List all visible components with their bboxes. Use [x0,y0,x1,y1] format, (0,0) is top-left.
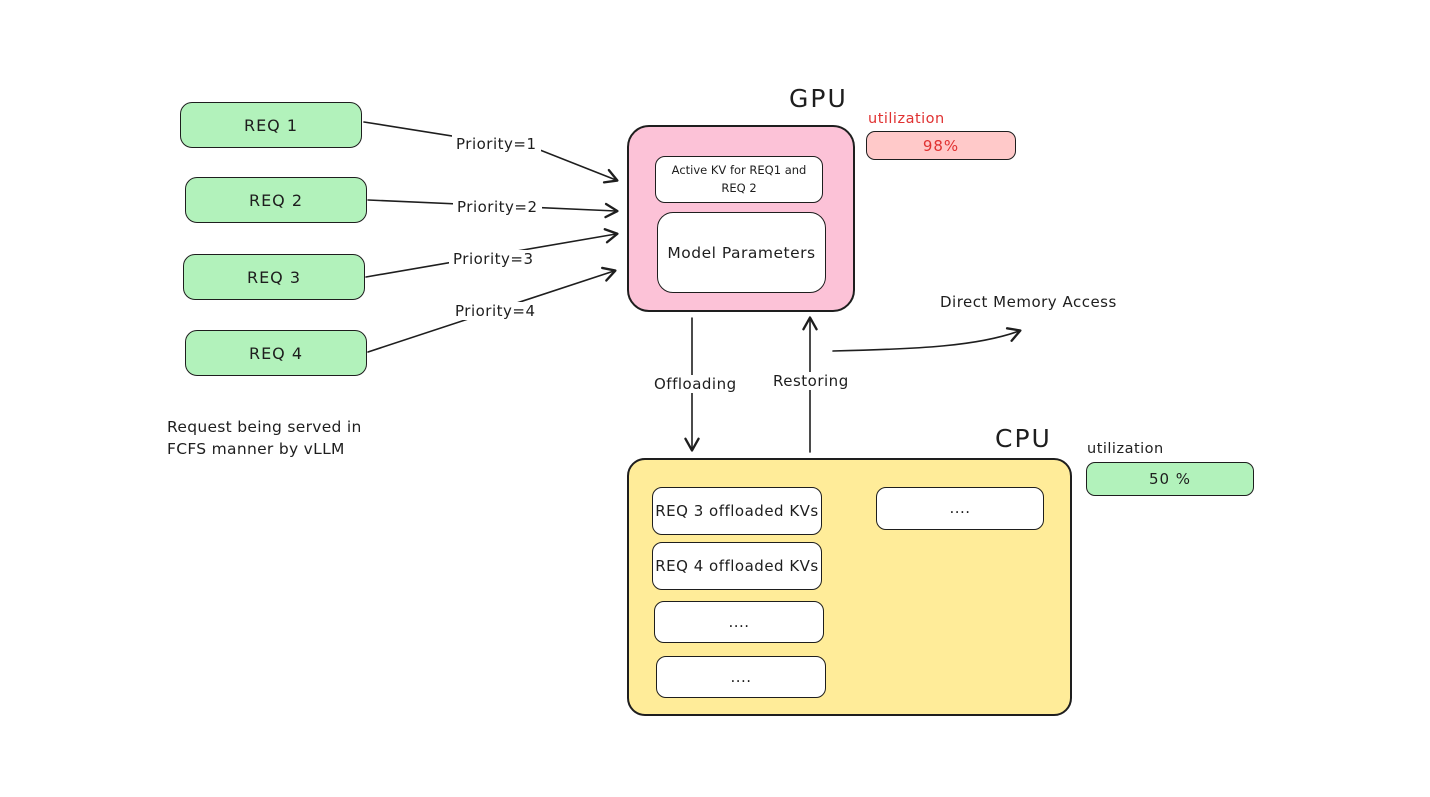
cpu-slot-req3: REQ 3 offloaded KVs [652,487,822,535]
req-1-box: REQ 1 [180,102,362,148]
cpu-slot-req4: REQ 4 offloaded KVs [652,542,822,590]
gpu-active-kv-box: Active KV for REQ1 and REQ 2 [655,156,823,203]
gpu-utilization-value: 98% [922,136,960,155]
offloading-label: Offloading [650,375,741,393]
gpu-model-params-box: Model Parameters [657,212,826,293]
cpu-slot-right: .... [876,487,1044,530]
priority-4-label: Priority=4 [451,302,540,320]
dma-label: Direct Memory Access [940,293,1117,311]
cpu-slot-empty-1: .... [654,601,824,643]
req-2-label: REQ 2 [248,190,304,210]
gpu-active-kv-label: Active KV for REQ1 and REQ 2 [671,163,807,195]
cpu-slot-right-label: .... [949,499,971,518]
cpu-utilization-badge: 50 % [1086,462,1254,496]
gpu-model-params-label: Model Parameters [667,243,816,262]
req-3-box: REQ 3 [183,254,365,300]
cpu-slot-req3-label: REQ 3 offloaded KVs [655,501,819,520]
cpu-title: CPU [995,424,1052,453]
req-1-label: REQ 1 [243,115,299,135]
gpu-title: GPU [789,84,848,113]
cpu-slot-empty-2: .... [656,656,826,698]
req-4-box: REQ 4 [185,330,367,376]
priority-2-label: Priority=2 [453,198,542,216]
cpu-utilization-value: 50 % [1148,470,1192,488]
priority-1-label: Priority=1 [452,135,541,153]
fcfs-caption: Request being served in FCFS manner by v… [167,418,362,459]
req-4-label: REQ 4 [248,343,304,363]
gpu-utilization-badge: 98% [866,131,1016,160]
cpu-slot-empty-2-label: .... [730,667,752,686]
cpu-slot-req4-label: REQ 4 offloaded KVs [655,556,819,575]
req-3-label: REQ 3 [246,267,302,287]
priority-3-label: Priority=3 [449,250,538,268]
gpu-utilization-label: utilization [868,111,945,127]
restoring-label: Restoring [769,372,853,390]
cpu-slot-empty-1-label: .... [728,612,750,631]
dma-arrow [832,327,1022,352]
req-2-box: REQ 2 [185,177,367,223]
cpu-utilization-label: utilization [1087,441,1164,457]
